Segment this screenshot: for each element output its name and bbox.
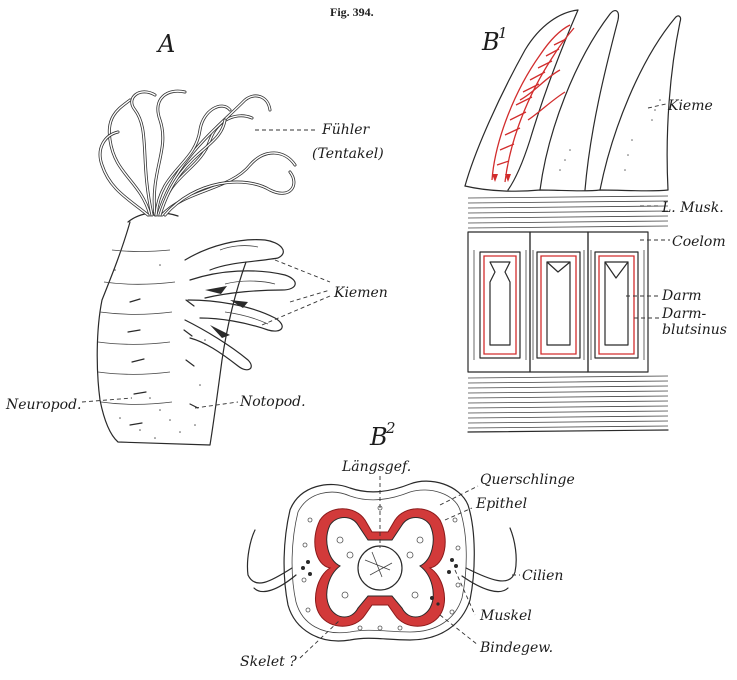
label-skelet: Skelet ? <box>240 654 297 670</box>
tentacles-drawing <box>100 91 295 215</box>
label-laengsgef: Längsgef. <box>341 459 411 475</box>
label-epithel: Epithel <box>475 496 527 512</box>
leader-kiemen <box>262 260 330 325</box>
leader-querschlinge <box>440 486 478 505</box>
leader-epithel <box>445 508 472 520</box>
label-darm: Darm <box>661 288 702 304</box>
label-tentakel: (Tentakel) <box>312 146 384 162</box>
gills-drawing <box>185 240 295 370</box>
panel-b2: B 2 <box>240 419 575 670</box>
panel-b2-superscript: 2 <box>385 419 396 437</box>
coelom-compartments-drawing <box>468 232 648 372</box>
label-kiemen: Kiemen <box>333 285 388 301</box>
label-coelom: Coelom <box>672 234 726 250</box>
label-fuehler: Fühler <box>321 122 371 138</box>
label-cilien: Cilien <box>522 568 563 584</box>
panel-a: A <box>5 30 388 445</box>
label-kieme: Kieme <box>667 98 713 114</box>
panel-b2-letter: B <box>369 423 388 451</box>
panel-b1: B 1 <box>465 10 727 432</box>
label-querschlinge: Querschlinge <box>480 472 575 488</box>
label-darmblutsinus-2: blutsinus <box>662 322 727 338</box>
leader-kieme <box>648 104 666 108</box>
panel-b1-superscript: 1 <box>498 24 508 42</box>
leader-neuropod <box>82 398 132 402</box>
label-muskel: Muskel <box>479 608 532 624</box>
panel-a-letter: A <box>156 30 175 58</box>
label-bindegew: Bindegew. <box>479 640 553 656</box>
label-darmblutsinus-1: Darm- <box>661 306 707 322</box>
label-l-musk: L. Musk. <box>661 200 724 216</box>
figure-number: Fig. 394. <box>330 5 374 19</box>
panel-b1-letter: B <box>481 28 500 56</box>
section-bottom-line <box>468 430 668 432</box>
label-neuropod: Neuropod. <box>5 397 81 413</box>
worm-body-drawing <box>97 213 246 445</box>
label-notopod: Notopod. <box>239 394 306 410</box>
